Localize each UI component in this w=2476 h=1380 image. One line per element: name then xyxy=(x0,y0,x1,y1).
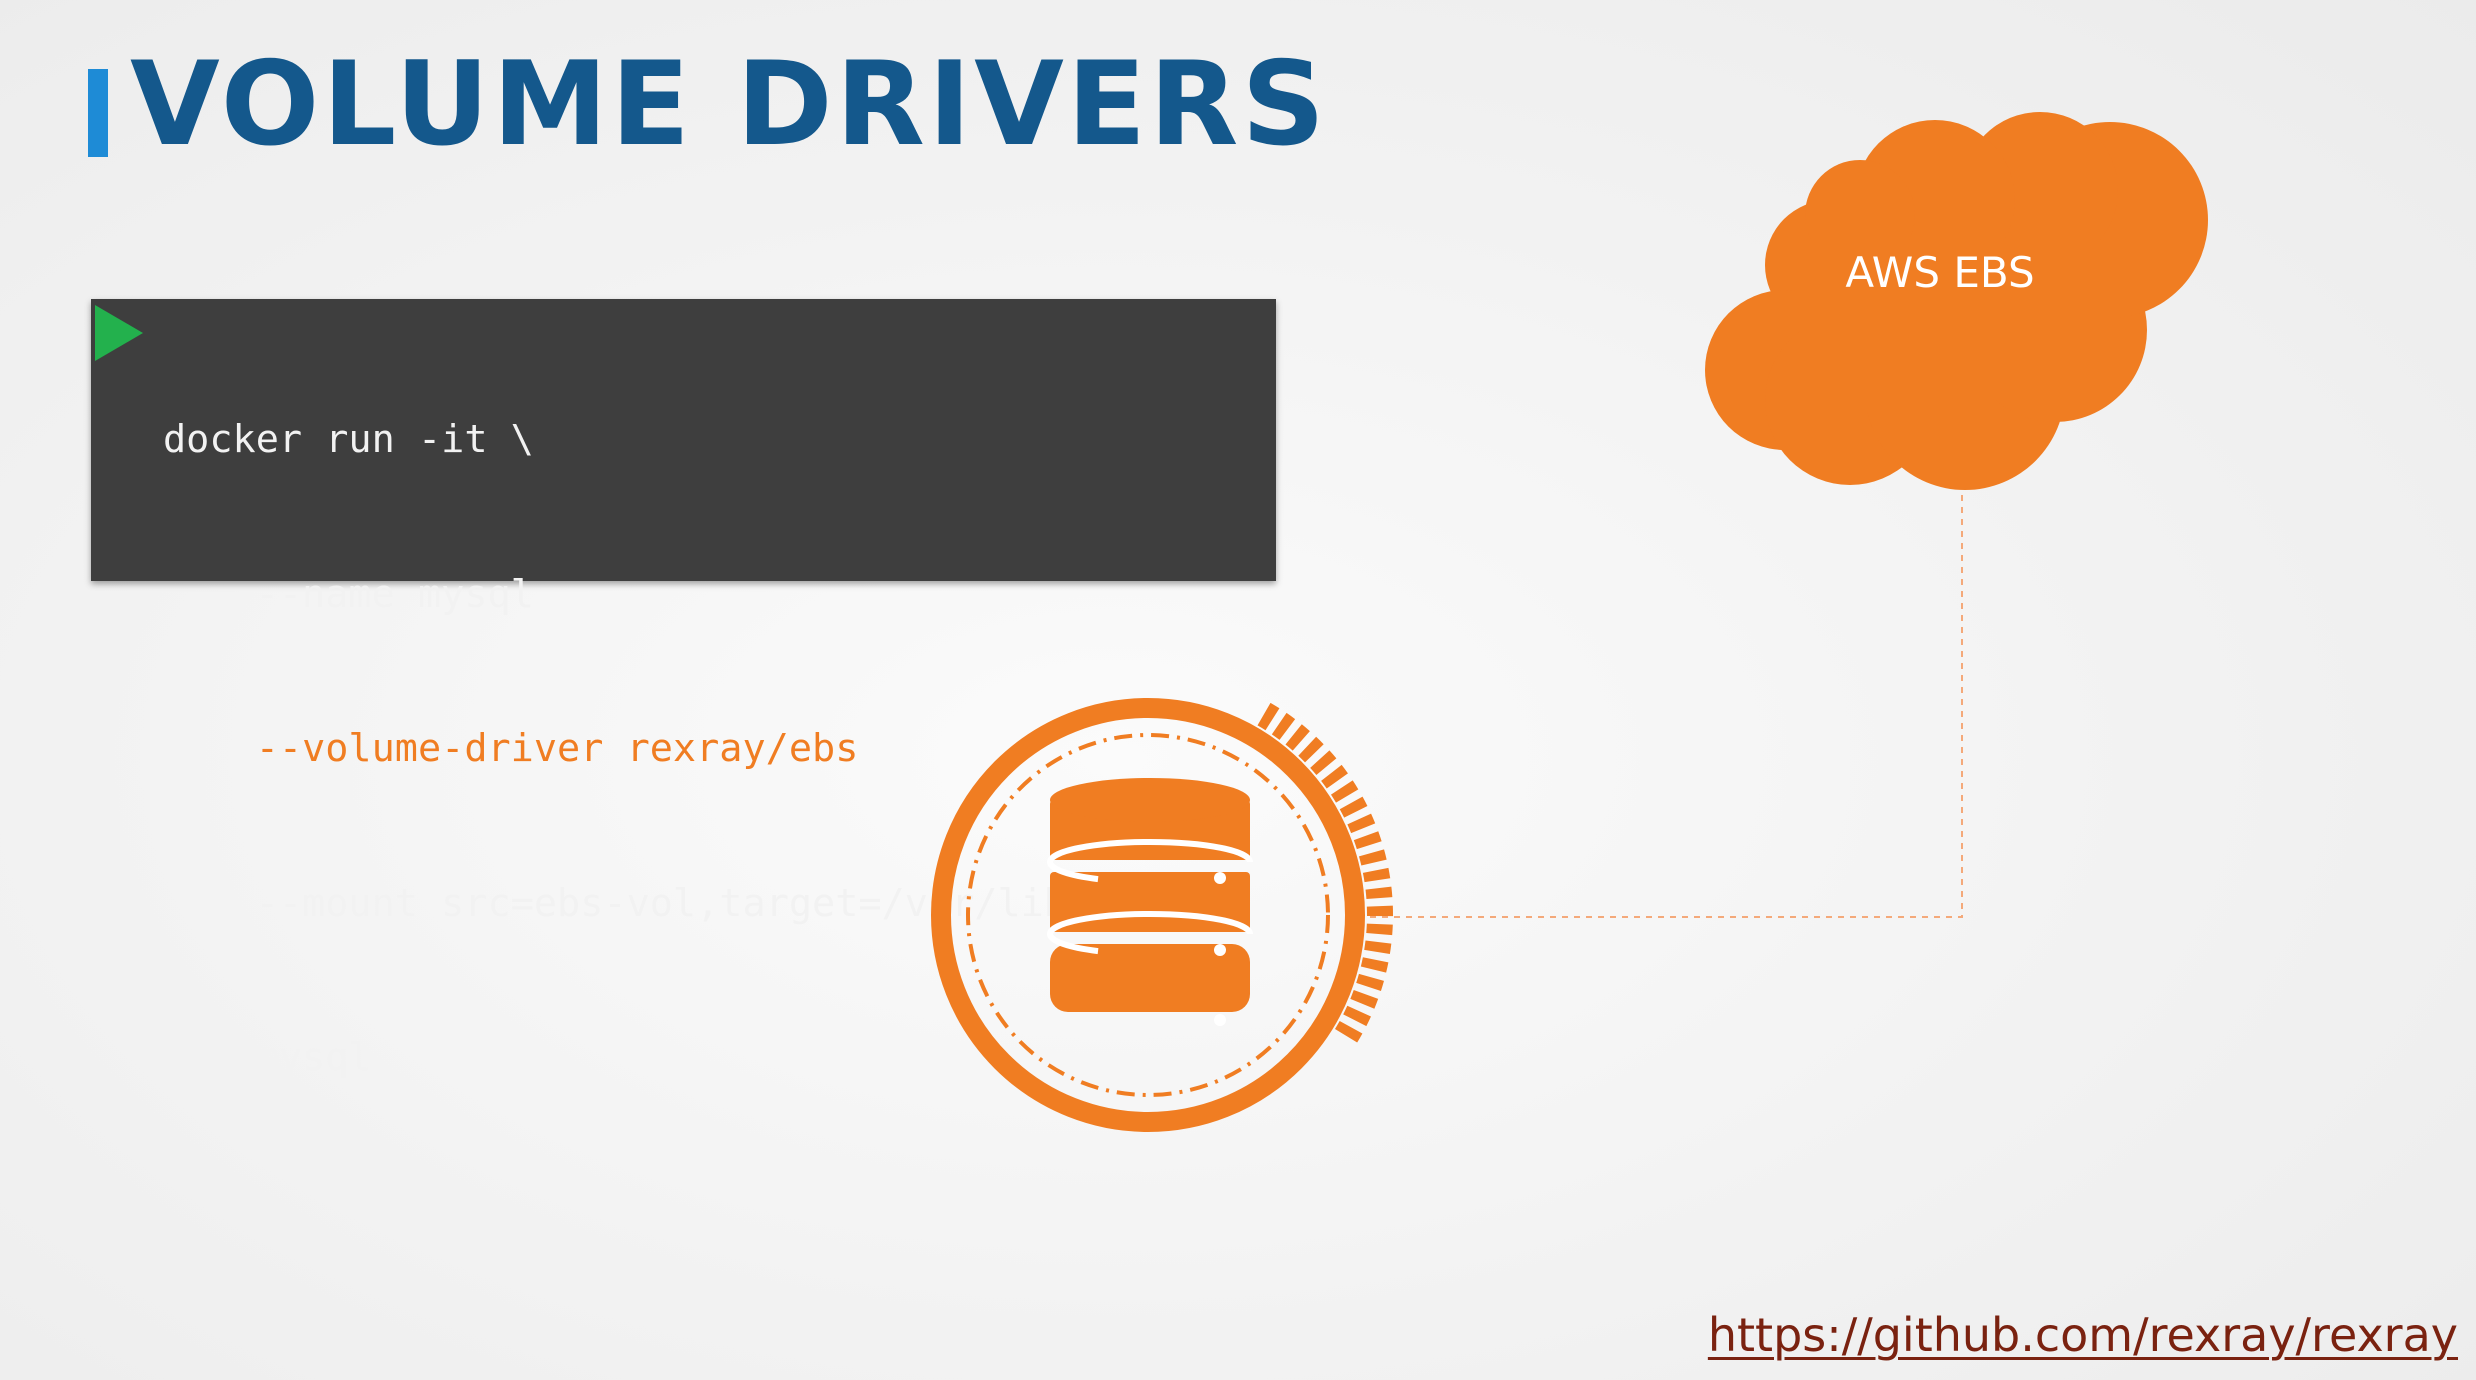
play-icon xyxy=(95,305,143,361)
title-accent-bar xyxy=(88,69,108,157)
code-line-highlighted: --volume-driver rexray/ebs xyxy=(163,726,859,771)
cloud-icon xyxy=(1705,112,2208,490)
slide-title: VOLUME DRIVERS xyxy=(130,37,1329,172)
connector-line xyxy=(1370,475,1963,918)
code-line: docker run -it \ xyxy=(163,417,534,462)
code-line: --name mysql xyxy=(163,571,534,617)
code-line: mysql xyxy=(163,1035,372,1080)
database-icon xyxy=(903,670,1393,1160)
slide-title-group: VOLUME DRIVERS xyxy=(88,40,1328,170)
github-link[interactable]: https://github.com/rexray/rexray xyxy=(1707,1308,2458,1362)
cloud-label: AWS EBS xyxy=(1845,248,2035,297)
